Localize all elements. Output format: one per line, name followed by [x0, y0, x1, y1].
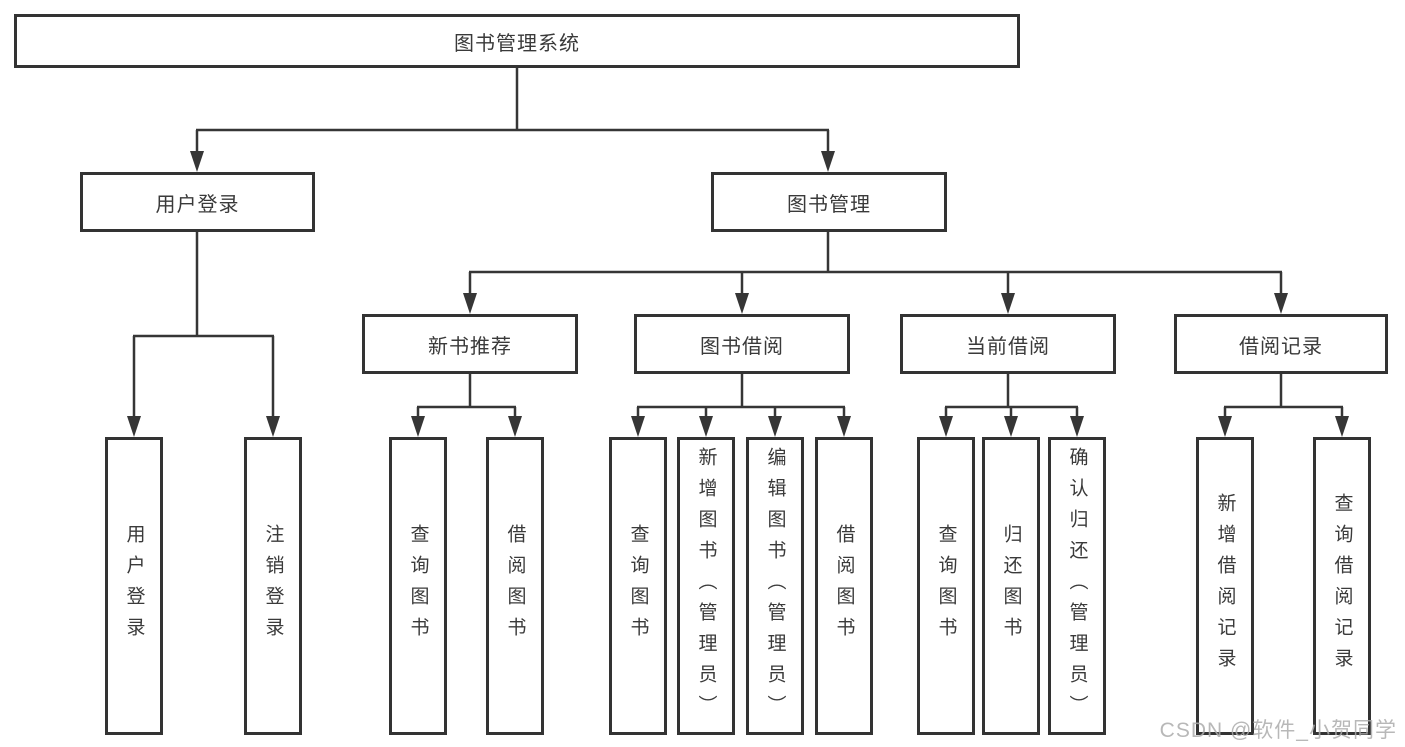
node-root-label: 图书管理系统 — [454, 32, 580, 55]
leaf-query-borrow-record-label: 查询借阅记录 — [1331, 493, 1353, 679]
arrowhead-icon — [837, 416, 851, 437]
arrowhead-icon — [266, 416, 280, 437]
arrowhead-icon — [699, 416, 713, 437]
arrowhead-icon — [463, 293, 477, 314]
leaf-add-book-admin: 新增图书（管理员） — [677, 437, 735, 735]
leaf-return-book: 归还图书 — [982, 437, 1040, 735]
leaf-return-book-label: 归还图书 — [1000, 524, 1022, 648]
node-new-book-recommendation-label: 新书推荐 — [428, 335, 512, 358]
arrowhead-icon — [127, 416, 141, 437]
csdn-watermark: CSDN @软件_小贺同学 — [1159, 719, 1397, 742]
leaf-query-books-current-label: 查询图书 — [935, 524, 957, 648]
leaf-confirm-return-admin: 确认归还（管理员） — [1048, 437, 1106, 735]
leaf-add-book-admin-label: 新增图书（管理员） — [695, 446, 717, 726]
arrowhead-icon — [821, 151, 835, 172]
arrowhead-icon — [190, 151, 204, 172]
node-book-borrowing: 图书借阅 — [634, 314, 850, 374]
leaf-edit-book-admin-label: 编辑图书（管理员） — [764, 446, 786, 726]
leaf-borrow-books-recommend: 借阅图书 — [486, 437, 544, 735]
leaf-query-books-recommend: 查询图书 — [389, 437, 447, 735]
node-user-login-label: 用户登录 — [155, 193, 240, 216]
node-user-login: 用户登录 — [80, 172, 315, 232]
arrowhead-icon — [508, 416, 522, 437]
node-borrowing-records: 借阅记录 — [1174, 314, 1388, 374]
node-book-management: 图书管理 — [711, 172, 947, 232]
arrowhead-icon — [1218, 416, 1232, 437]
arrowhead-icon — [631, 416, 645, 437]
leaf-borrow-books-recommend-label: 借阅图书 — [504, 524, 526, 648]
arrowhead-icon — [1004, 416, 1018, 437]
leaf-add-borrow-record: 新增借阅记录 — [1196, 437, 1254, 735]
leaf-query-books-borrowing: 查询图书 — [609, 437, 667, 735]
node-book-borrowing-label: 图书借阅 — [700, 335, 784, 358]
arrowhead-icon — [735, 293, 749, 314]
leaf-logout: 注销登录 — [244, 437, 302, 735]
leaf-query-books-recommend-label: 查询图书 — [407, 524, 429, 648]
node-current-borrowing-label: 当前借阅 — [966, 335, 1050, 358]
leaf-query-borrow-record: 查询借阅记录 — [1313, 437, 1371, 735]
leaf-add-borrow-record-label: 新增借阅记录 — [1214, 493, 1236, 679]
leaf-logout-label: 注销登录 — [262, 524, 284, 648]
node-borrowing-records-label: 借阅记录 — [1239, 335, 1323, 358]
arrowhead-icon — [939, 416, 953, 437]
arrowhead-icon — [1070, 416, 1084, 437]
node-new-book-recommendation: 新书推荐 — [362, 314, 578, 374]
leaf-borrow-books-borrowing-label: 借阅图书 — [833, 524, 855, 648]
leaf-query-books-borrowing-label: 查询图书 — [627, 524, 649, 648]
arrowhead-icon — [411, 416, 425, 437]
arrowhead-icon — [1335, 416, 1349, 437]
arrowhead-icon — [1274, 293, 1288, 314]
leaf-confirm-return-admin-label: 确认归还（管理员） — [1066, 446, 1088, 726]
leaf-user-login-label: 用户登录 — [123, 524, 145, 648]
leaf-borrow-books-borrowing: 借阅图书 — [815, 437, 873, 735]
node-current-borrowing: 当前借阅 — [900, 314, 1116, 374]
leaf-edit-book-admin: 编辑图书（管理员） — [746, 437, 804, 735]
arrowhead-icon — [768, 416, 782, 437]
node-book-management-label: 图书管理 — [787, 193, 871, 216]
leaf-query-books-current: 查询图书 — [917, 437, 975, 735]
node-root: 图书管理系统 — [14, 14, 1020, 68]
leaf-user-login: 用户登录 — [105, 437, 163, 735]
arrowhead-icon — [1001, 293, 1015, 314]
